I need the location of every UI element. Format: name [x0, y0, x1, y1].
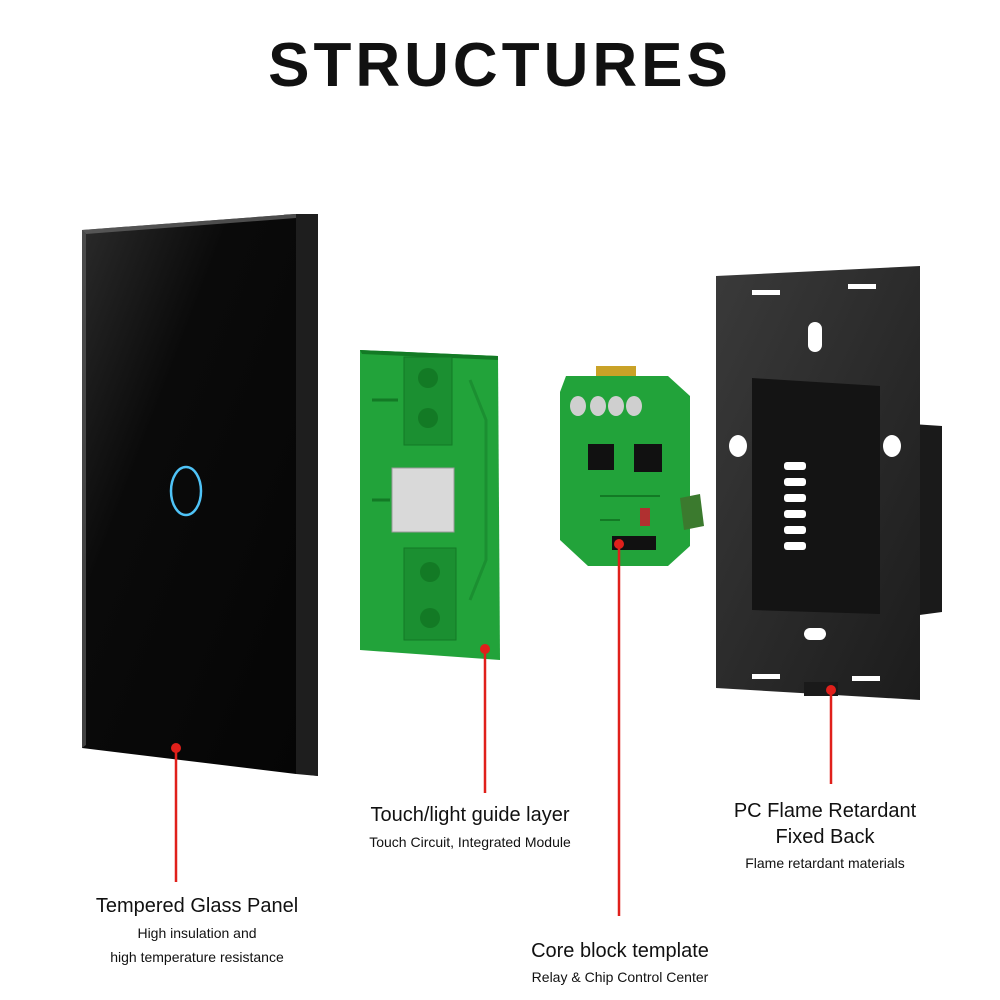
leader-dot-core: [614, 539, 624, 549]
leader-dot-glass: [171, 743, 181, 753]
label-glass-panel: Tempered Glass Panel High insulation and…: [47, 893, 347, 969]
label-touch-layer: Touch/light guide layer Touch Circuit, I…: [320, 802, 620, 854]
label-subtext: Flame retardant materials: [745, 855, 905, 871]
label-subtext: Touch Circuit, Integrated Module: [369, 834, 571, 850]
core-module: [560, 366, 704, 566]
label-heading: Touch/light guide layer: [370, 804, 570, 826]
label-heading-line2: Fixed Back: [775, 826, 875, 848]
touch-pcb: [360, 350, 500, 660]
label-subtext: High insulation and: [137, 925, 257, 941]
label-back-plate: PC Flame Retardant Fixed Back Flame reta…: [675, 798, 975, 875]
label-heading: PC Flame Retardant: [733, 800, 917, 822]
label-core-block: Core block template Relay & Chip Control…: [470, 938, 770, 989]
label-subtext: high temperature resistance: [110, 949, 284, 965]
back-plate: [716, 266, 942, 700]
leader-dot-back: [826, 685, 836, 695]
leader-lines: [171, 539, 836, 916]
label-subtext: Relay & Chip Control Center: [531, 969, 709, 985]
page-title: STRUCTURES: [268, 31, 732, 100]
glass-panel: [82, 214, 318, 776]
touch-ring-icon: [169, 465, 203, 517]
label-heading: Tempered Glass Panel: [95, 895, 299, 917]
leader-dot-touch: [480, 644, 490, 654]
label-heading: Core block template: [531, 940, 709, 962]
